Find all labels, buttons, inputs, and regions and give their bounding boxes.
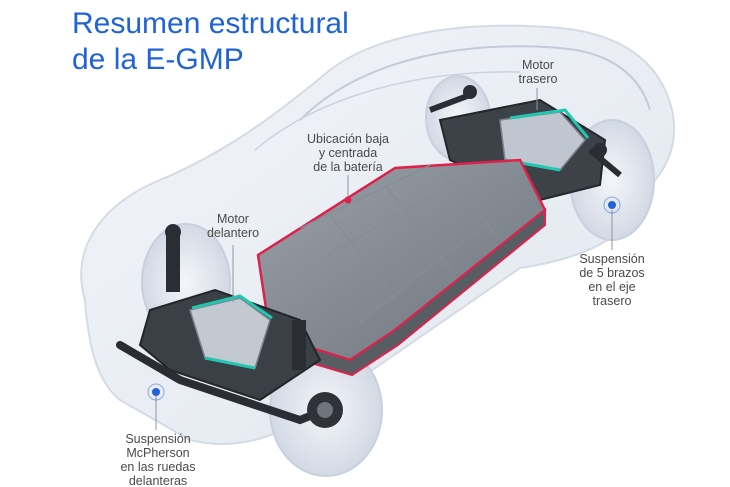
label-front-motor-line-2: delantero	[206, 226, 260, 240]
front-motor-assembly	[116, 224, 343, 428]
label-battery-line-1: Ubicación baja	[307, 132, 389, 146]
label-front-suspension: Suspensión McPherson en las ruedas delan…	[118, 432, 198, 487]
label-battery: Ubicación baja y centrada de la batería	[298, 132, 398, 174]
label-front-suspension-line-4: delanteras	[128, 474, 188, 487]
label-rear-motor: Motor trasero	[510, 58, 566, 86]
label-rear-motor-line-2: trasero	[518, 72, 558, 86]
label-front-suspension-line-1: Suspensión	[125, 432, 191, 446]
diagram-title: Resumen estructural de la E-GMP	[72, 6, 349, 78]
label-rear-suspension-line-1: Suspensión	[579, 252, 645, 266]
leader-lines	[155, 88, 613, 430]
label-front-suspension-line-2: McPherson	[126, 446, 190, 460]
label-battery-line-2: y centrada	[318, 146, 378, 160]
label-front-motor: Motor delantero	[198, 212, 268, 240]
label-rear-motor-line-1: Motor	[522, 58, 554, 72]
label-rear-suspension-line-4: trasero	[592, 294, 632, 308]
title-line-1: Resumen estructural	[72, 7, 349, 40]
label-front-suspension-line-3: en las ruedas	[120, 460, 196, 474]
label-rear-suspension-line-2: de 5 brazos	[579, 266, 645, 280]
label-front-motor-line-1: Motor	[217, 212, 249, 226]
rear-motor-assembly	[428, 85, 622, 202]
car-roof-line	[299, 45, 651, 121]
label-rear-suspension: Suspensión de 5 brazos en el eje trasero	[570, 252, 654, 308]
title-line-2: de la E-GMP	[72, 43, 244, 76]
label-rear-suspension-line-3: en el eje	[588, 280, 636, 294]
car-window-line	[254, 71, 521, 151]
label-battery-line-3: de la batería	[313, 160, 383, 174]
blue-markers	[147, 196, 621, 401]
